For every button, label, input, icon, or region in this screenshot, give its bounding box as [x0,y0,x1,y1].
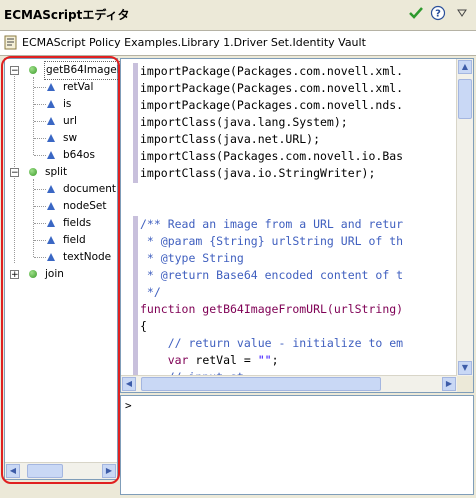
code-line [140,182,403,199]
variable-node-icon [47,151,55,159]
code-line: importClass(Packages.com.novell.io.Bas [140,149,404,163]
scroll-thumb[interactable] [141,377,381,391]
scroll-right-arrow-icon[interactable]: ▶ [442,377,456,391]
code-line: // return value - initialize to em [140,336,404,350]
change-marker [133,63,138,183]
code-line: { [140,319,147,333]
scroll-right-arrow-icon[interactable]: ▶ [102,464,116,478]
tree-guide-line [33,179,34,257]
tree-item-label: is [63,98,72,110]
view-menu-chevron-icon[interactable] [454,5,470,21]
code-line: importClass(java.io.StringWriter); [140,166,376,180]
scroll-left-arrow-icon[interactable]: ◀ [6,464,20,478]
variable-node-icon [47,117,55,125]
tree-item-label: join [45,268,64,280]
object-path-bar: ECMAScript Policy Examples.Library 1.Dri… [0,30,476,56]
code-editor[interactable]: importPackage(Packages.com.novell.xml. i… [120,58,474,393]
tree-item-getB64ImageFromURL[interactable]: − getB64ImageFromURL [5,61,166,80]
window-title: ECMAScriptエディタ [4,8,130,22]
code-line: * @param {String} urlString URL of th [140,234,404,248]
script-console[interactable]: > [120,395,474,495]
tree-item-label: field [63,234,86,246]
tree-item-label: split [45,166,68,178]
tree-item-label: textNode [63,251,112,263]
function-node-icon [29,66,37,74]
code-line: function getB64ImageFromURL(urlString) [140,302,404,316]
apply-check-icon[interactable] [408,5,424,21]
code-line: importPackage(Packages.com.novell.xml. [140,81,404,95]
code-line: importPackage(Packages.com.novell.xml. [140,64,404,78]
tree-item-label: b64os [63,149,95,161]
code-line: var retVal = ""; [167,353,279,367]
code-line: * @return Base64 encoded content of t [140,268,404,282]
function-node-icon [29,270,37,278]
tree-item-label: fields [63,217,92,229]
editor-gutter [121,59,138,376]
tree-horizontal-scrollbar[interactable]: ◀ ▶ [5,462,117,479]
expand-toggle-icon[interactable]: + [10,270,19,280]
object-path-text: ECMAScript Policy Examples.Library 1.Dri… [22,36,366,49]
code-line: * @type String [140,251,244,265]
scroll-down-arrow-icon[interactable]: ▼ [458,361,472,375]
editor-horizontal-scrollbar[interactable]: ◀ ▶ [121,375,457,392]
svg-text:?: ? [435,9,441,20]
code-text[interactable]: importPackage(Packages.com.novell.xml. i… [140,63,403,386]
code-line: importClass(java.net.URL); [140,132,321,146]
scrollbar-corner [457,376,473,392]
code-line: importClass(java.lang.System); [140,115,348,129]
variable-node-icon [47,219,55,227]
scroll-thumb[interactable] [27,464,63,478]
variable-node-icon [47,236,55,244]
variable-node-icon [47,83,55,91]
variable-node-icon [47,100,55,108]
tree-guide-line [33,77,34,155]
tree-item-label: document [63,183,116,195]
code-line [140,199,403,216]
tree-item-label: retVal [63,81,94,93]
help-icon[interactable]: ? [430,5,446,21]
scroll-thumb[interactable] [458,79,472,119]
title-bar: ECMAScriptエディタ ? [0,0,476,28]
editor-vertical-scrollbar[interactable]: ▲ ▼ [456,59,473,376]
variable-node-icon [47,185,55,193]
scroll-up-arrow-icon[interactable]: ▲ [458,60,472,74]
code-line: */ [140,285,161,299]
console-prompt: > [125,399,132,412]
policy-document-icon [4,35,18,50]
variable-node-icon [47,253,55,261]
code-line: /** Read an image from a URL and retur [140,217,404,231]
collapse-toggle-icon[interactable]: − [10,168,19,178]
function-node-icon [29,168,37,176]
collapse-toggle-icon[interactable]: − [10,66,19,76]
tree-item-label: url [63,115,77,127]
variable-node-icon [47,134,55,142]
variable-node-icon [47,202,55,210]
code-line: importPackage(Packages.com.novell.nds. [140,98,404,112]
tree-item-label: sw [63,132,78,144]
outline-tree-panel[interactable]: − getB64ImageFromURL retVal is url sw b6… [4,58,166,480]
tree-item-label: nodeSet [63,200,107,212]
scroll-left-arrow-icon[interactable]: ◀ [122,377,136,391]
change-marker [133,216,138,376]
